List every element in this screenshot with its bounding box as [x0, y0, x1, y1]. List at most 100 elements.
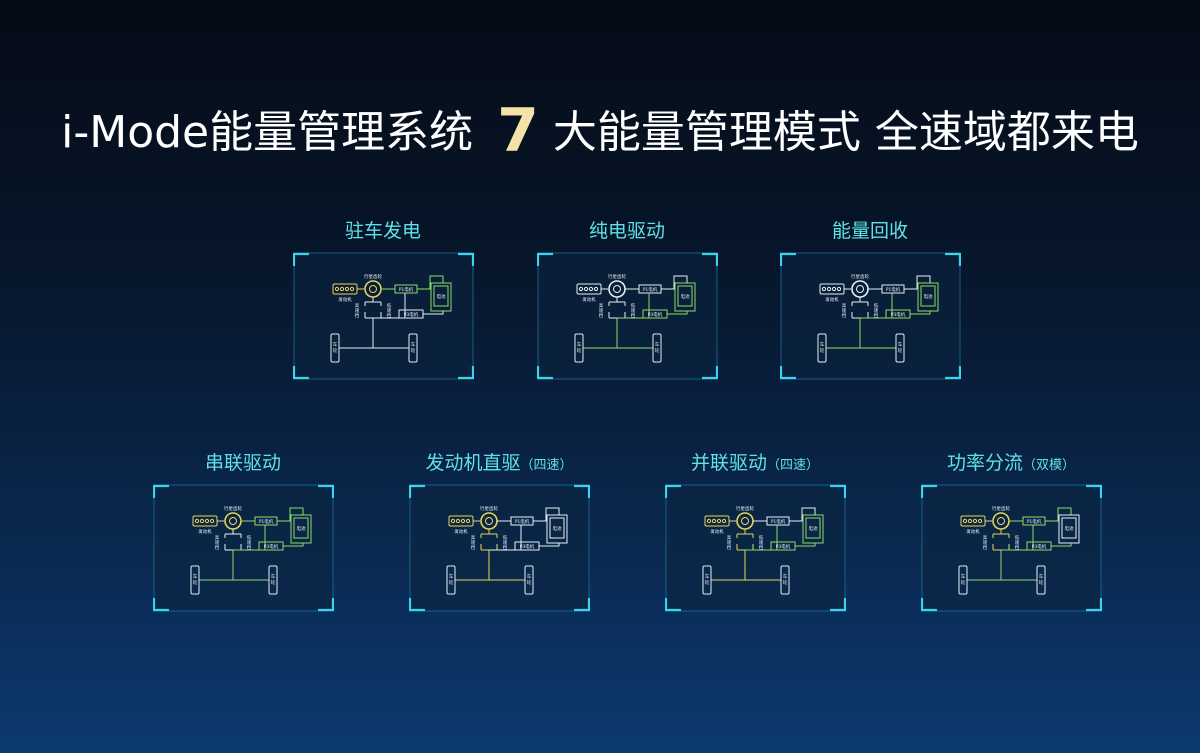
battery-label: 电池 — [553, 525, 562, 532]
high-gear-label: 挡 — [599, 312, 604, 319]
wheel-label: 轮 — [705, 579, 710, 586]
battery-label: 电池 — [681, 293, 690, 300]
mode-name: 发动机直驱 — [425, 452, 521, 474]
p1-label: P1电机 — [1027, 518, 1042, 525]
mode-name: 纯电驱动 — [588, 220, 665, 242]
wheel-label: 车 — [820, 341, 825, 348]
low-gear-label: 速 — [247, 540, 252, 546]
card-frame — [537, 252, 718, 380]
wheel-left — [190, 565, 200, 595]
battery-label: 电池 — [297, 525, 306, 532]
low-gear-label: 挡 — [874, 312, 879, 319]
high-gear-label: 速 — [471, 540, 476, 546]
engine-label: 发动机 — [454, 528, 468, 535]
mode-label: 串联驱动 — [113, 448, 373, 475]
battery-label: 电池 — [1065, 525, 1074, 532]
wheel-label: 车 — [271, 573, 276, 580]
high-gear-label: 挡 — [727, 544, 732, 551]
wheel-right — [524, 565, 534, 595]
p3-label: P3电机 — [1032, 543, 1047, 550]
wheel-label: 轮 — [783, 579, 788, 586]
wheel-left — [702, 565, 712, 595]
wheel-label: 轮 — [193, 579, 198, 586]
gearbox — [608, 297, 626, 319]
low-gear-label: 挡 — [759, 544, 764, 551]
wheel-label: 轮 — [449, 579, 454, 586]
high-gear-label: 高 — [842, 302, 847, 309]
wheel-label: 车 — [961, 573, 966, 580]
frame-corners — [153, 484, 334, 612]
wheel-label: 车 — [577, 341, 582, 348]
title-suffix: 大能量管理模式 全速域都来电 — [552, 107, 1139, 158]
high-gear-label: 速 — [842, 308, 847, 314]
title-prefix: i-Mode能量管理系统 — [61, 107, 474, 158]
mode-label: 并联驱动（四速） — [625, 448, 885, 475]
wheel-label: 轮 — [655, 347, 660, 354]
low-gear-label: 低 — [759, 534, 764, 541]
wheel-label: 车 — [333, 341, 338, 348]
wheel-label: 轮 — [1039, 579, 1044, 586]
low-gear-label: 挡 — [247, 544, 252, 551]
high-gear-label: 速 — [215, 540, 220, 546]
wheel-right — [780, 565, 790, 595]
card-frame — [921, 484, 1102, 612]
mode-sub: （四速） — [767, 458, 820, 473]
wheel-label: 车 — [705, 573, 710, 580]
wheel-right — [268, 565, 278, 595]
p1-label: P1电机 — [399, 286, 414, 293]
wheel-label: 车 — [449, 573, 454, 580]
card-frame — [780, 252, 961, 380]
high-gear-label: 速 — [727, 540, 732, 546]
low-gear-label: 低 — [247, 534, 252, 541]
low-gear-label: 低 — [874, 302, 879, 309]
mode-name: 串联驱动 — [204, 452, 281, 474]
wheel-left — [958, 565, 968, 595]
wheel-label: 车 — [1039, 573, 1044, 580]
card-frame — [409, 484, 590, 612]
frame-corners — [921, 484, 1102, 612]
mode-label: 功率分流（双模） — [881, 448, 1141, 475]
mode-sub: （四速） — [520, 458, 573, 473]
mode-label: 纯电驱动 — [497, 216, 757, 243]
battery-label: 电池 — [809, 525, 818, 532]
mode-name: 能量回收 — [831, 220, 908, 242]
card-frame — [153, 484, 334, 612]
low-gear-label: 挡 — [1015, 544, 1020, 551]
mode-name: 驻车发电 — [344, 220, 421, 242]
p1-label: P1电机 — [886, 286, 901, 293]
high-gear-label: 高 — [355, 302, 360, 309]
wheel-right — [1036, 565, 1046, 595]
wheel-left — [446, 565, 456, 595]
wheel-label: 轮 — [820, 347, 825, 354]
wheel-right — [408, 333, 418, 363]
wheel-label: 轮 — [333, 347, 338, 354]
low-gear-label: 速 — [387, 308, 392, 314]
high-gear-label: 高 — [215, 534, 220, 541]
mode-sub: （双模） — [1023, 458, 1076, 473]
battery — [290, 514, 312, 544]
mode-label: 能量回收 — [740, 216, 1000, 243]
card-frame — [293, 252, 474, 380]
engine-label: 发动机 — [966, 528, 980, 535]
p3-label: P3电机 — [891, 311, 906, 318]
low-gear-label: 挡 — [631, 312, 636, 319]
planet-label: 行星齿轮 — [851, 273, 869, 280]
gearbox — [851, 297, 869, 319]
card-frame — [665, 484, 846, 612]
low-gear-label: 速 — [1015, 540, 1020, 546]
wheel-label: 车 — [783, 573, 788, 580]
low-gear-label: 低 — [503, 534, 508, 541]
mode-label: 发动机直驱（四速） — [369, 448, 629, 475]
mode-name: 并联驱动 — [690, 452, 767, 474]
battery — [917, 282, 939, 312]
frame-corners — [293, 252, 474, 380]
p1-label: P1电机 — [771, 518, 786, 525]
planet-label: 行星齿轮 — [608, 273, 626, 280]
title-number: 7 — [497, 96, 539, 166]
low-gear-label: 挡 — [503, 544, 508, 551]
gearbox — [736, 529, 754, 551]
high-gear-label: 挡 — [842, 312, 847, 319]
